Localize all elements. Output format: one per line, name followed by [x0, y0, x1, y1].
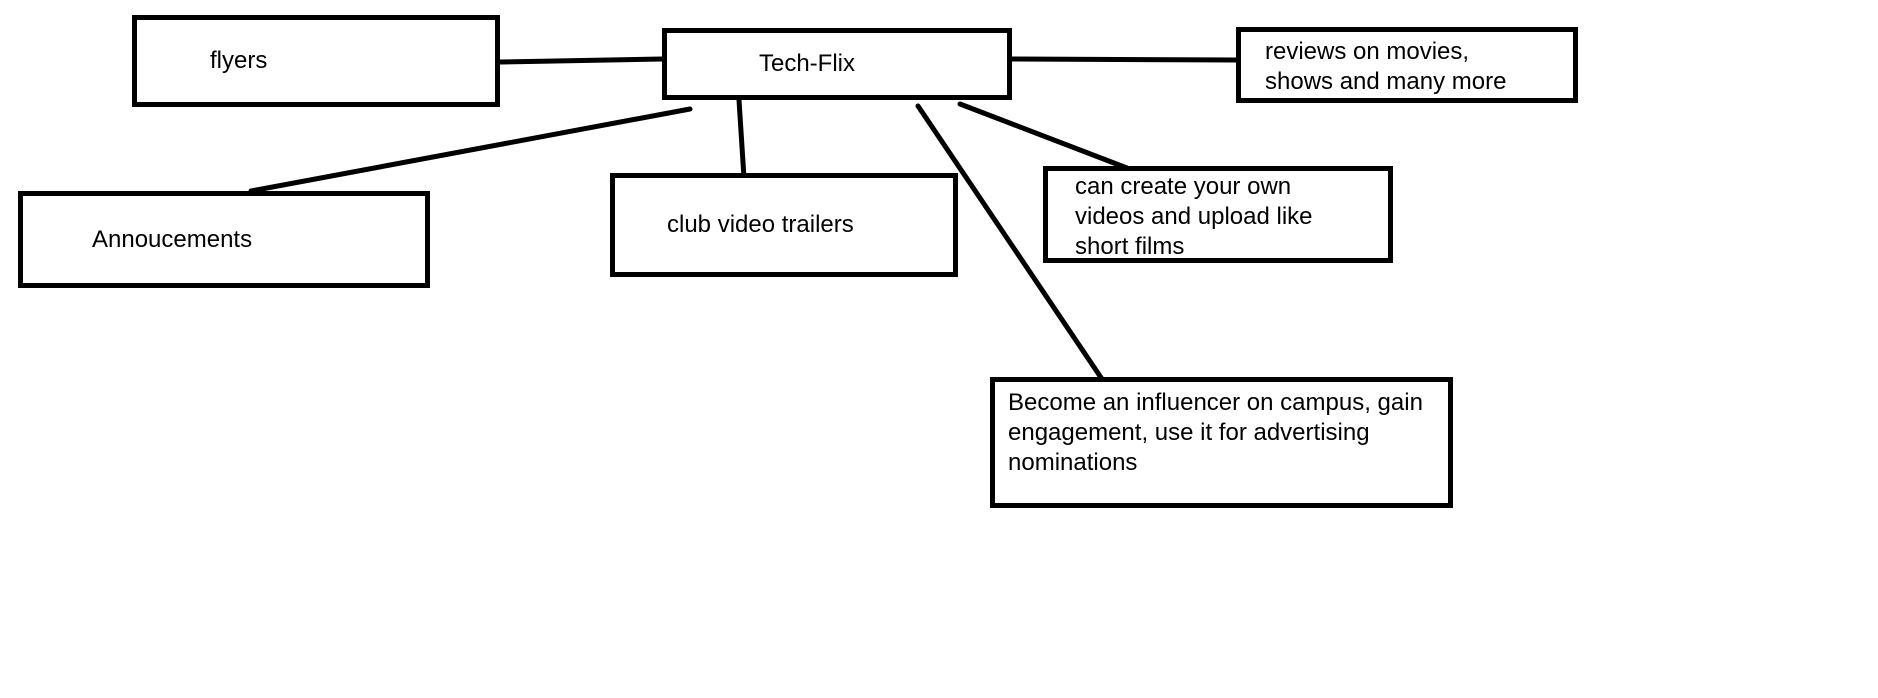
node-reviews-label: reviews on movies, shows and many more [1265, 38, 1507, 95]
node-influencer: Become an influencer on campus, gain eng… [990, 377, 1453, 508]
node-flyers-label: flyers [210, 47, 268, 74]
node-techflix: Tech-Flix [662, 28, 1012, 100]
node-annoucements-label: Annoucements [92, 225, 253, 253]
node-annoucements: Annoucements [18, 191, 430, 288]
edge-techflix-create [957, 101, 1130, 171]
node-flyers: flyers [132, 15, 500, 107]
edge-flyers-techflix [497, 56, 665, 65]
edge-techflix-influencer [915, 103, 1109, 388]
node-reviews: reviews on movies, shows and many more [1236, 27, 1578, 103]
edge-techflix-club [736, 97, 747, 181]
node-influencer-label: Become an influencer on campus, gain eng… [1008, 389, 1423, 476]
node-techflix-label: Tech-Flix [758, 50, 855, 77]
node-create-videos-label: can create your own videos and upload li… [1075, 173, 1313, 260]
node-club-video-trailers-label: club video trailers [667, 211, 854, 238]
edge-techflix-annoucements [248, 106, 693, 194]
node-create-videos: can create your own videos and upload li… [1043, 166, 1393, 263]
edge-techflix-reviews [1007, 56, 1241, 63]
node-club-video-trailers: club video trailers [610, 173, 958, 277]
